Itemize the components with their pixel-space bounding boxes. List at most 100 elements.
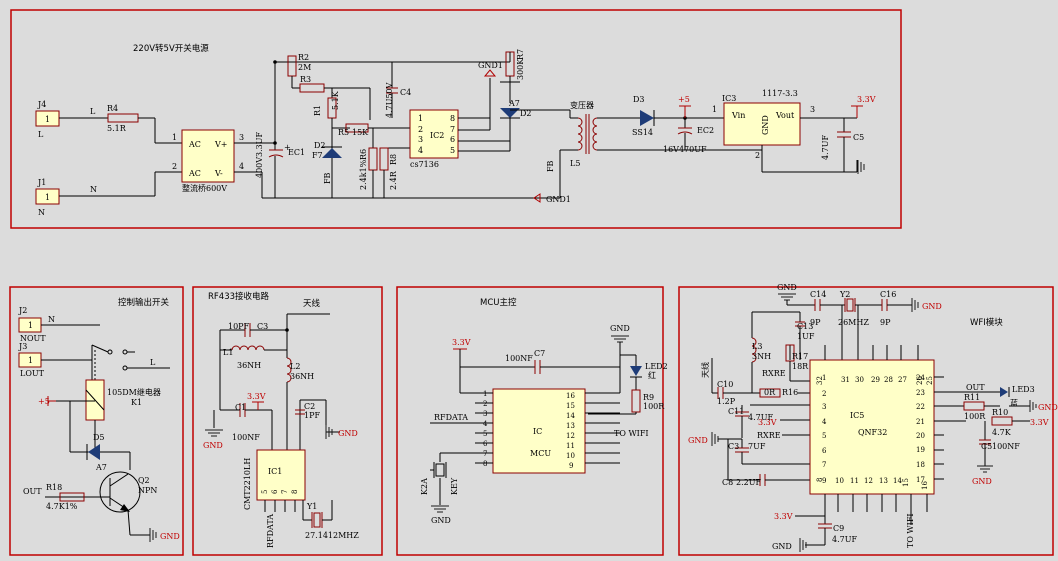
ic5-pin-13: 13 [879,477,888,485]
j3-ref: J3 [18,342,27,351]
bridge-pin1: 1 [172,133,177,142]
net-n-label: N [90,185,97,194]
bridge-vplus: V+ [214,140,227,149]
wifi-gnd-led: GND [1038,403,1058,412]
y2-ref: Y2 [839,290,850,299]
r10-resistor[interactable] [991,416,1013,426]
c9-ref: C9 [833,524,844,533]
r6-resistor[interactable] [368,147,378,171]
r11-ref: R11 [964,393,980,402]
relay-l-label: L [150,358,156,367]
wifi-ground-top [778,293,796,301]
c5-ref: C5 [853,133,864,142]
r8-resistor[interactable] [379,147,389,171]
r9-ref: R9 [643,393,654,402]
mcu-to-wifi: TO WIFI [614,429,649,438]
svg-text:+: + [284,143,291,152]
d2-diode[interactable] [322,148,342,158]
ic2-pin3: 3 [418,135,423,144]
led3-ref: LED3 [1012,385,1035,394]
mcu-chip[interactable] [492,388,586,474]
ic1-chip[interactable] [256,449,306,501]
q2-type: NPN [138,486,157,495]
ic1-pin6: 6 [271,489,279,494]
ic3-chip[interactable] [723,102,801,146]
f7-ref: F7 [312,151,323,160]
wifi-ground-led [1029,400,1037,412]
bridge-rectifier[interactable] [181,129,235,183]
j1-pin: 1 [45,193,50,202]
wifi-rxre: RXRE [762,369,786,378]
mcu-pin-9: 9 [569,462,573,470]
j4-pin: 1 [45,115,50,124]
c16-value: 9P [880,318,891,327]
ic5-pin-12: 12 [864,477,873,485]
ic5-pin-7: 7 [822,461,826,469]
ic3-vout: Vout [775,111,795,120]
j1-ref: J1 [37,178,46,187]
r16-resistor[interactable] [759,388,781,398]
c1-ref: C1 [235,403,246,412]
r11-value: 100R [964,412,986,421]
c9-value: 4.7UF [832,535,857,544]
transformer-primary [577,117,583,151]
y1-crystal[interactable] [313,512,321,528]
wifi-rxre-2: RXRE [757,431,781,440]
r4-resistor[interactable] [107,113,139,123]
relay-panel-border [9,286,184,556]
ic5-pin-8: 8 [816,478,824,482]
wifi-c3-ref: C3 [728,442,739,451]
ic2-chip[interactable] [409,109,459,159]
j1-net: N [38,208,45,217]
r2-ref: R2 [298,53,309,62]
power-ground-symbol [857,160,865,174]
mcu-title: MCU主控 [480,297,517,308]
led3-diode[interactable] [1000,387,1008,397]
q2-transistor[interactable] [99,471,141,513]
relay-contact-com [122,365,128,371]
relay-contact-no [122,349,128,355]
q2-ref: Q2 [138,476,150,485]
ic5-pin-20: 20 [916,432,925,440]
l3-inductor[interactable] [751,337,757,363]
mcu-pin-6: 6 [483,440,488,448]
r3-resistor[interactable] [299,83,325,93]
ic3-pin3: 3 [810,105,815,114]
d5-diode[interactable] [88,444,100,460]
ic5-chip[interactable] [809,359,935,495]
l3-value: 3NH [752,352,771,361]
y2-crystal[interactable] [846,298,854,312]
wifi-gnd-b: GND [772,542,792,551]
r11-resistor[interactable] [963,401,985,411]
l2-inductor[interactable] [286,357,292,383]
c10-ref: C10 [717,380,733,389]
ic5-pin-3: 3 [822,403,826,411]
ic2-pin5: 5 [450,146,455,155]
power-3v3-label: 3.3V [857,95,876,104]
key-button[interactable] [435,463,445,477]
mcu-left-pins: 1 2 3 4 5 6 7 8 [430,390,493,468]
r3-ref: R3 [300,75,311,84]
mcu-gnd: GND [610,324,630,333]
d3-diode[interactable] [640,110,654,126]
wifi-3v3-left: 3.3V [758,418,777,427]
r7-value: 300K [516,58,525,80]
rf-ground-symbol [205,429,223,437]
mcu-pin-8: 8 [483,460,487,468]
relay-gnd: GND [160,532,180,541]
mcu-pin-13: 13 [566,422,575,430]
j4-ref: J4 [37,100,46,109]
led2-diode[interactable] [630,366,642,376]
ic1-pin7: 7 [281,490,289,494]
l1-inductor[interactable] [231,345,265,351]
r2-resistor[interactable] [287,55,297,77]
c4-ref: C4 [400,88,411,97]
y1-ref: Y1 [306,502,317,511]
r9-resistor[interactable] [631,389,641,413]
ec2-ref: EC2 [697,126,714,135]
wifi-panel-border [678,286,1054,556]
r18-resistor[interactable] [59,492,85,502]
ic5-pin-5: 5 [822,432,826,440]
power-title: 220V转5V开关电源 [133,43,209,54]
ic5-pin-9: 9 [822,477,826,485]
